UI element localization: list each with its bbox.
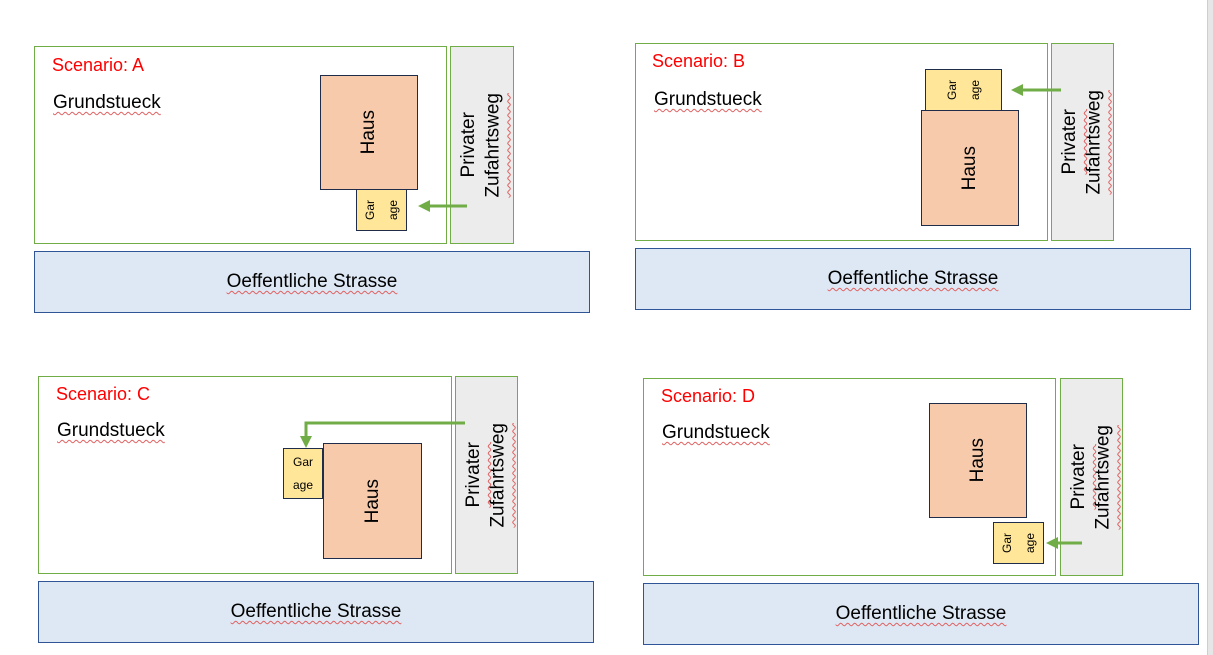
garage: Gar age <box>356 189 407 231</box>
street-label: Oeffentliche Strasse <box>226 271 398 292</box>
public-street: Oeffentliche Strasse <box>635 248 1191 310</box>
garage-label-2: age <box>292 477 314 492</box>
lot-label: Grundstueck <box>57 420 165 441</box>
house: Haus <box>320 75 418 190</box>
garage: Gar age <box>993 522 1044 564</box>
house: Haus <box>929 403 1027 518</box>
scenario-title: Scenario: C <box>56 384 151 404</box>
house: Haus <box>921 110 1019 226</box>
street-label: Oeffentliche Strasse <box>835 603 1007 624</box>
public-street: Oeffentliche Strasse <box>643 583 1199 645</box>
scenario-title: Scenario: A <box>52 55 145 75</box>
garage: Gar age <box>283 448 323 499</box>
lot-label: Grundstueck <box>662 422 770 443</box>
house: Haus <box>323 443 422 559</box>
garage-label-1: Gar <box>292 454 313 469</box>
public-street: Oeffentliche Strasse <box>38 581 594 643</box>
lot-label: Grundstueck <box>53 92 161 113</box>
street-label: Oeffentliche Strasse <box>827 268 999 289</box>
public-street: Oeffentliche Strasse <box>34 251 590 313</box>
street-label: Oeffentliche Strasse <box>230 601 402 622</box>
scrollbar[interactable] <box>1207 0 1213 655</box>
lot-label: Grundstueck <box>654 89 762 110</box>
scenario-title: Scenario: B <box>652 51 746 71</box>
scenario-title: Scenario: D <box>661 386 756 406</box>
